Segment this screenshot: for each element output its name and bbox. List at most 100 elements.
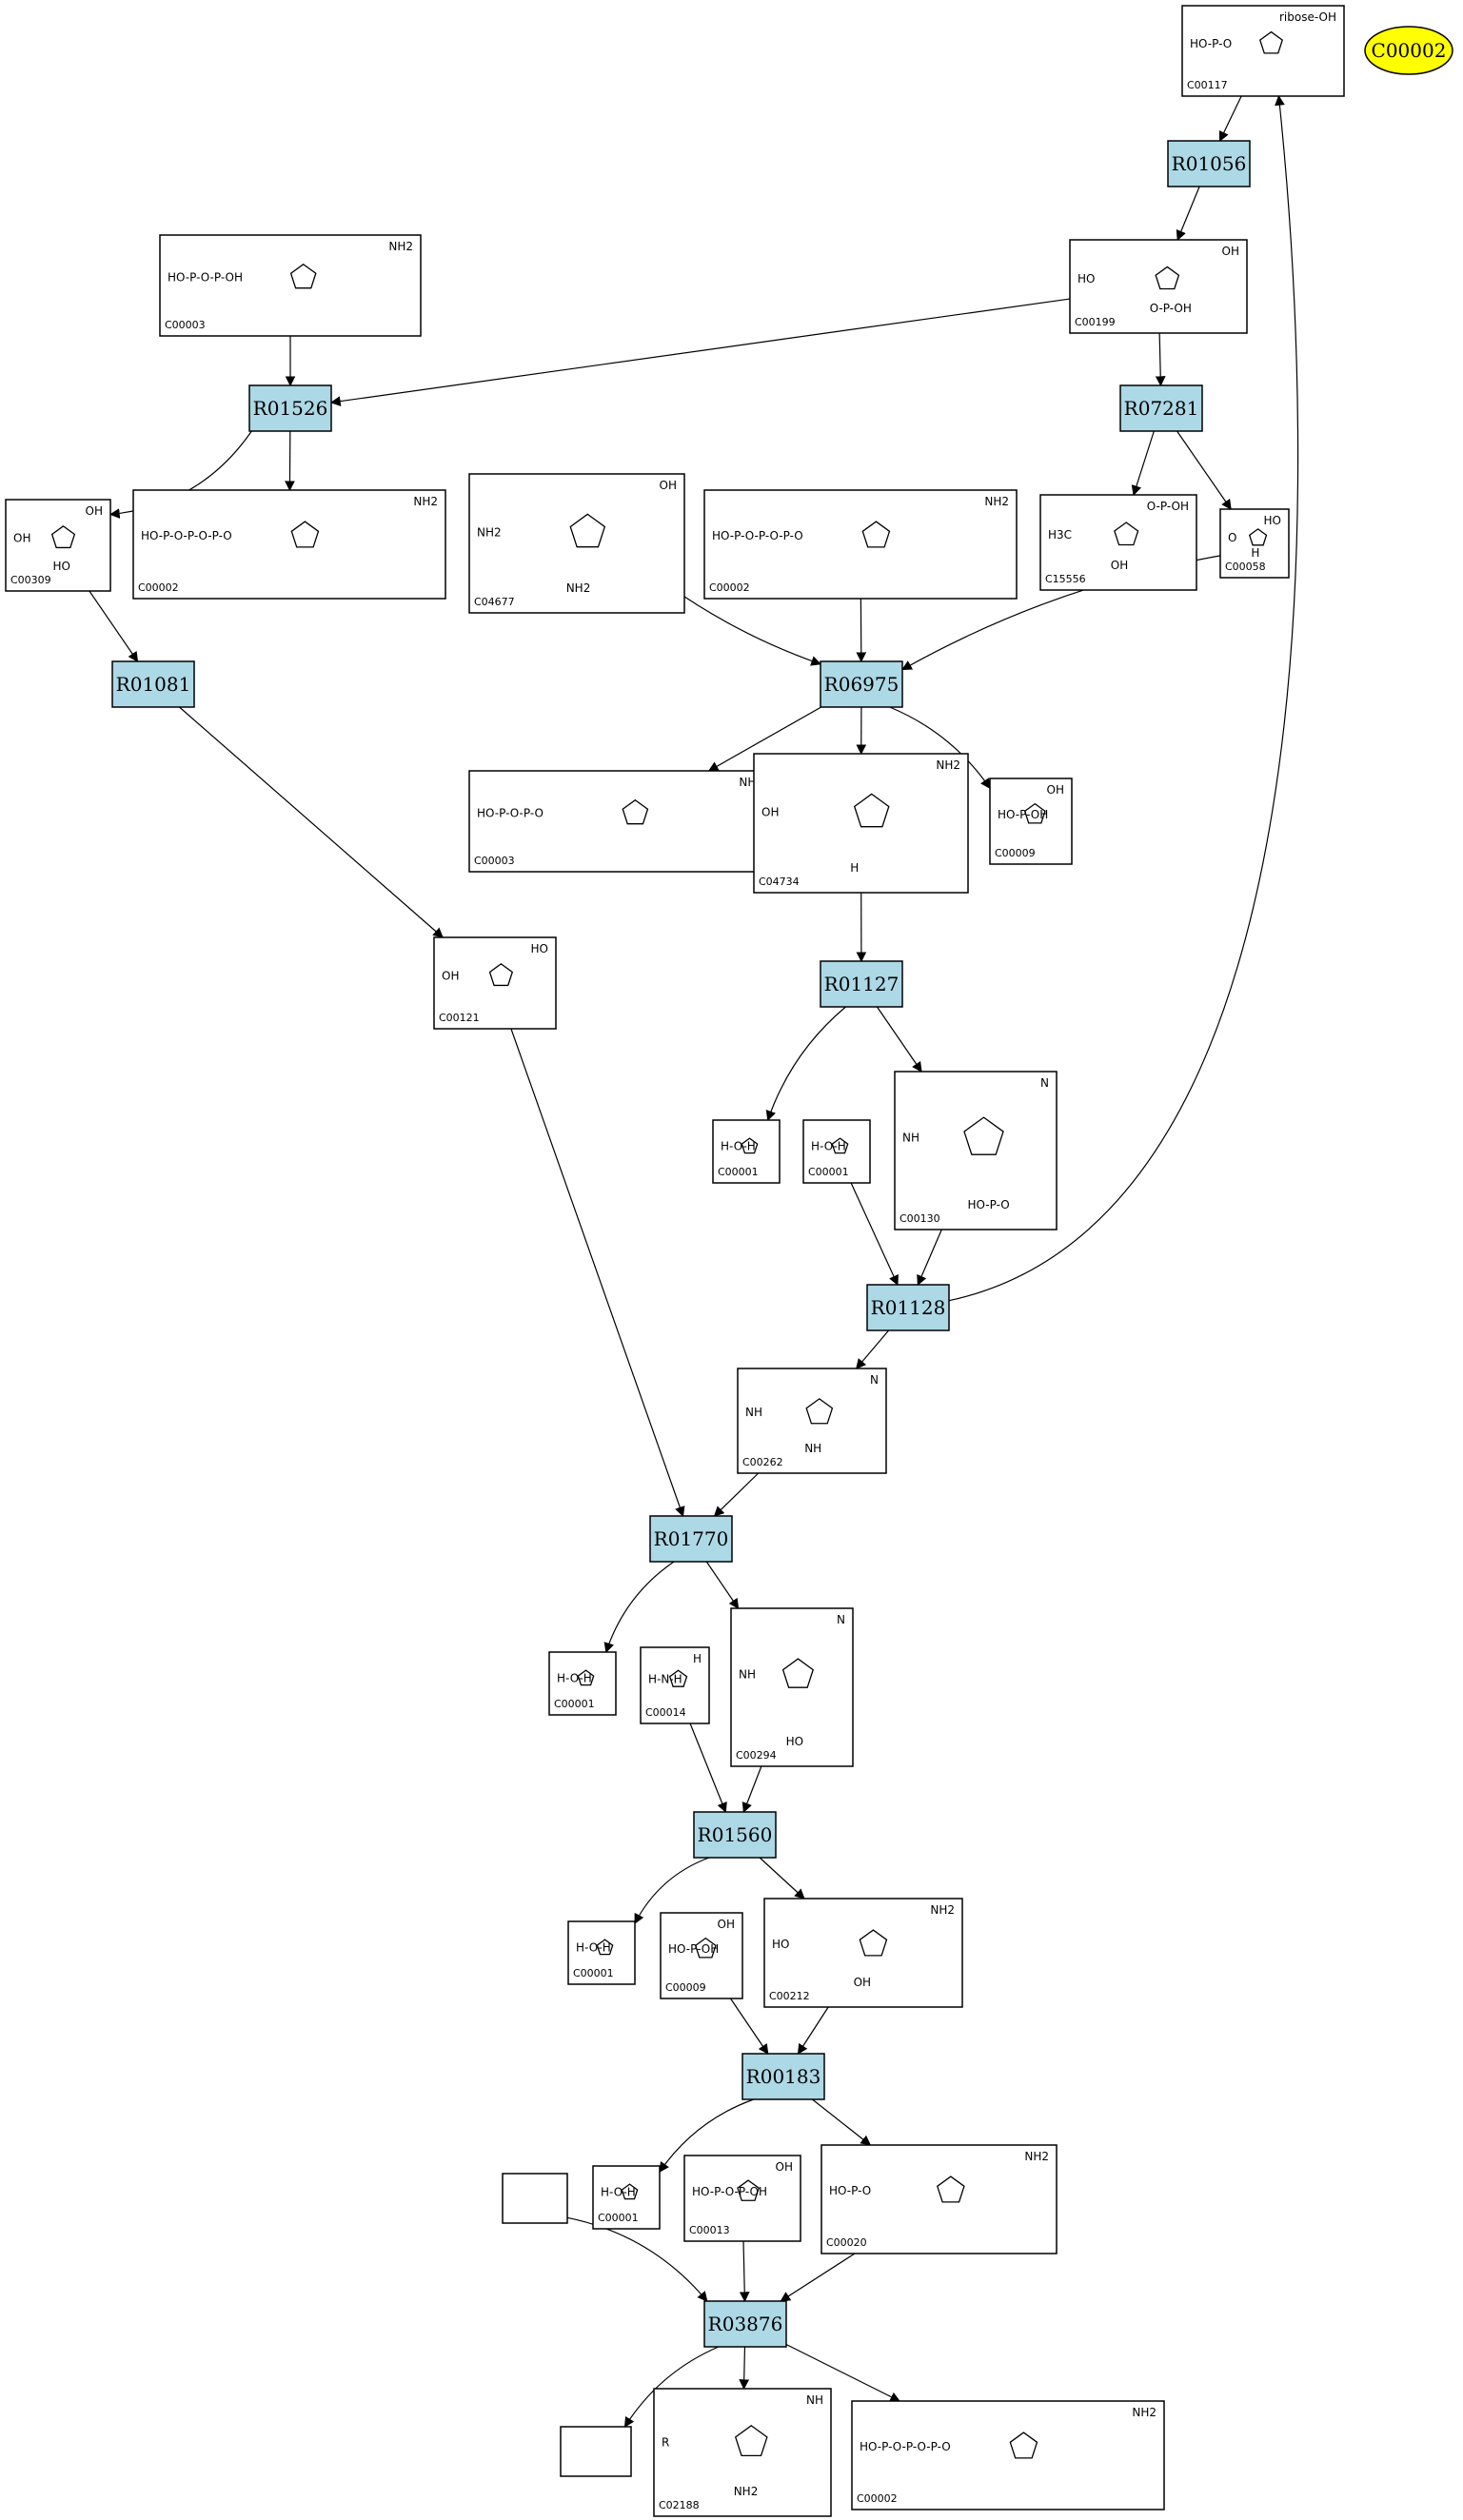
- reaction-box[interactable]: [820, 660, 903, 708]
- reaction-r01056[interactable]: R01056: [1167, 140, 1251, 187]
- reaction-box[interactable]: [649, 1515, 733, 1563]
- reaction-r01770[interactable]: R01770: [649, 1515, 733, 1563]
- edge-R01526-to-C00309: [109, 430, 252, 519]
- edge-R00183-to-C00001e: [659, 2098, 755, 2173]
- compound-label: C00002: [709, 581, 750, 594]
- structure-text: NH2: [734, 2485, 759, 2498]
- compound-box[interactable]: [753, 753, 969, 894]
- compound-box[interactable]: [989, 778, 1073, 865]
- compound-box[interactable]: [468, 770, 772, 873]
- structure-text: HO: [772, 1938, 789, 1951]
- structure-text: OH: [1111, 559, 1128, 572]
- compound-box[interactable]: [5, 499, 111, 592]
- ring-shape: [1258, 30, 1284, 54]
- compound-box[interactable]: [894, 1071, 1058, 1230]
- compound-box[interactable]: [1219, 508, 1290, 579]
- compound-label: C00020: [826, 2236, 867, 2249]
- structure-text: OH: [86, 504, 103, 518]
- compound-box[interactable]: [159, 234, 422, 337]
- ring-shape: [1114, 522, 1139, 546]
- reaction-box[interactable]: [1119, 384, 1203, 432]
- reaction-box[interactable]: [1167, 140, 1251, 187]
- compound-box[interactable]: [592, 2165, 661, 2230]
- compound-box[interactable]: [763, 1898, 963, 2008]
- compound-box[interactable]: [560, 2426, 632, 2477]
- structure-text: HO: [1264, 514, 1281, 527]
- compound-box[interactable]: [851, 2400, 1165, 2510]
- reaction-r00183[interactable]: R00183: [741, 2053, 825, 2100]
- structure-text: H: [1251, 546, 1259, 560]
- reaction-box[interactable]: [111, 660, 195, 708]
- reaction-box[interactable]: [820, 960, 903, 1008]
- compound-box[interactable]: [468, 473, 685, 614]
- compound-box[interactable]: [433, 936, 557, 1030]
- badge-label: C00002: [1372, 39, 1447, 62]
- compound-box[interactable]: [653, 2388, 832, 2517]
- compound-box[interactable]: [1069, 239, 1248, 334]
- reaction-box[interactable]: [693, 1811, 777, 1859]
- compound-empty1[interactable]: [502, 2173, 568, 2224]
- ring-shape: [668, 1669, 688, 1687]
- compound-box[interactable]: [548, 1651, 617, 1716]
- reaction-r06975[interactable]: R06975: [820, 660, 903, 708]
- compound-box[interactable]: [802, 1119, 871, 1184]
- compound-box[interactable]: [737, 1368, 887, 1474]
- compound-box[interactable]: [132, 489, 446, 600]
- compound-box[interactable]: [820, 2144, 1058, 2254]
- reaction-r01560[interactable]: R01560: [693, 1811, 777, 1859]
- structure-text: H: [693, 1652, 702, 1665]
- structure-text: HO-P-O: [968, 1198, 1010, 1211]
- compound-box[interactable]: [703, 489, 1018, 600]
- reaction-r03876[interactable]: R03876: [703, 2300, 787, 2348]
- reaction-r01127[interactable]: R01127: [820, 960, 903, 1008]
- compound-empty2[interactable]: [560, 2426, 632, 2477]
- edge-R01127-to-C00130: [876, 1006, 922, 1073]
- reaction-box[interactable]: [866, 1284, 950, 1331]
- compound-box[interactable]: [660, 1912, 743, 1999]
- reaction-r01526[interactable]: R01526: [248, 384, 332, 432]
- reaction-box[interactable]: [248, 384, 332, 432]
- ring-shape: [1009, 2431, 1038, 2459]
- compound-box[interactable]: [683, 2155, 801, 2242]
- highlight-badge[interactable]: C00002: [1364, 26, 1453, 75]
- compound-box[interactable]: [502, 2173, 568, 2224]
- reaction-r07281[interactable]: R07281: [1119, 384, 1203, 432]
- reaction-r01128[interactable]: R01128: [866, 1284, 950, 1331]
- reaction-box[interactable]: [703, 2300, 787, 2348]
- compound-box[interactable]: [640, 1646, 710, 1724]
- reaction-r01081[interactable]: R01081: [111, 660, 195, 708]
- reaction-box[interactable]: [741, 2053, 825, 2100]
- compound-box[interactable]: [567, 1920, 636, 1985]
- badge-ellipse[interactable]: [1364, 26, 1453, 75]
- edge-C00013-to-R03876: [739, 2240, 750, 2303]
- compound-box[interactable]: [712, 1119, 781, 1184]
